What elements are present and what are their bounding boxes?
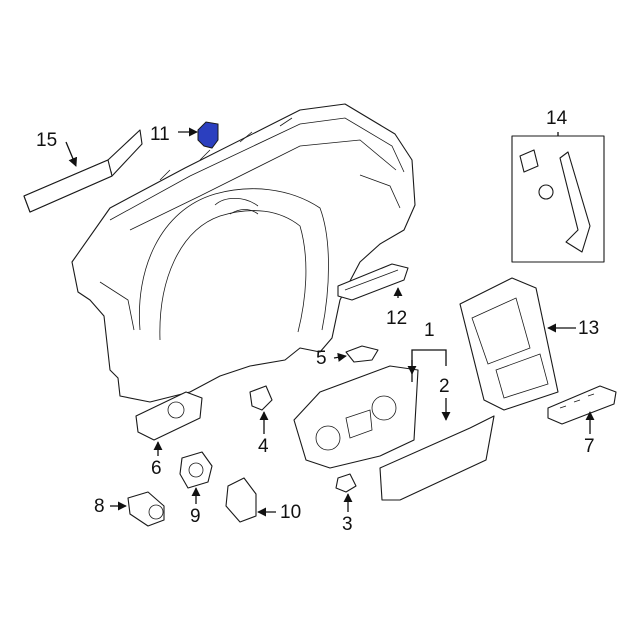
callout-8: 8: [94, 496, 105, 517]
part-6-headlamp-switch[interactable]: [135, 391, 203, 441]
part-13-center-bezel[interactable]: [459, 277, 559, 411]
part-2-lens[interactable]: [379, 415, 495, 501]
part-15-trim-panel[interactable]: [23, 129, 143, 213]
callout-4: 4: [258, 436, 269, 457]
part-5-sensor[interactable]: [345, 345, 379, 363]
callout-10: 10: [280, 502, 301, 523]
callout-12: 12: [386, 308, 407, 329]
part-4-clip[interactable]: [249, 385, 273, 411]
callout-9: 9: [190, 506, 201, 527]
part-11-bracket-highlighted[interactable]: [197, 121, 219, 149]
leader-lines: [65, 127, 595, 517]
callout-11: 11: [150, 124, 170, 145]
part-10-mounting-bracket[interactable]: [225, 477, 257, 523]
callout-13: 13: [578, 318, 599, 339]
callout-6: 6: [151, 458, 162, 479]
part-7-switch-panel[interactable]: [547, 385, 617, 425]
callout-2: 2: [439, 376, 450, 397]
part-1-instrument-cluster[interactable]: [293, 365, 419, 469]
callout-1: 1: [424, 320, 435, 341]
callout-5: 5: [316, 348, 327, 369]
part-14-kit-box[interactable]: [511, 135, 605, 263]
instrument-panel-outline: [71, 103, 416, 403]
callout-7: 7: [584, 436, 595, 457]
callout-3: 3: [342, 514, 353, 535]
part-8-push-switch[interactable]: [127, 491, 165, 527]
callout-14: 14: [546, 108, 568, 129]
part-12-module[interactable]: [337, 263, 409, 301]
part-3-screw[interactable]: [335, 473, 357, 493]
callout-labels: 15 11 14 12 13 1 2 5 4 7 6 8 9 10 3: [36, 108, 599, 535]
part-9-ring-bracket[interactable]: [179, 451, 213, 489]
callout-15: 15: [36, 130, 57, 151]
